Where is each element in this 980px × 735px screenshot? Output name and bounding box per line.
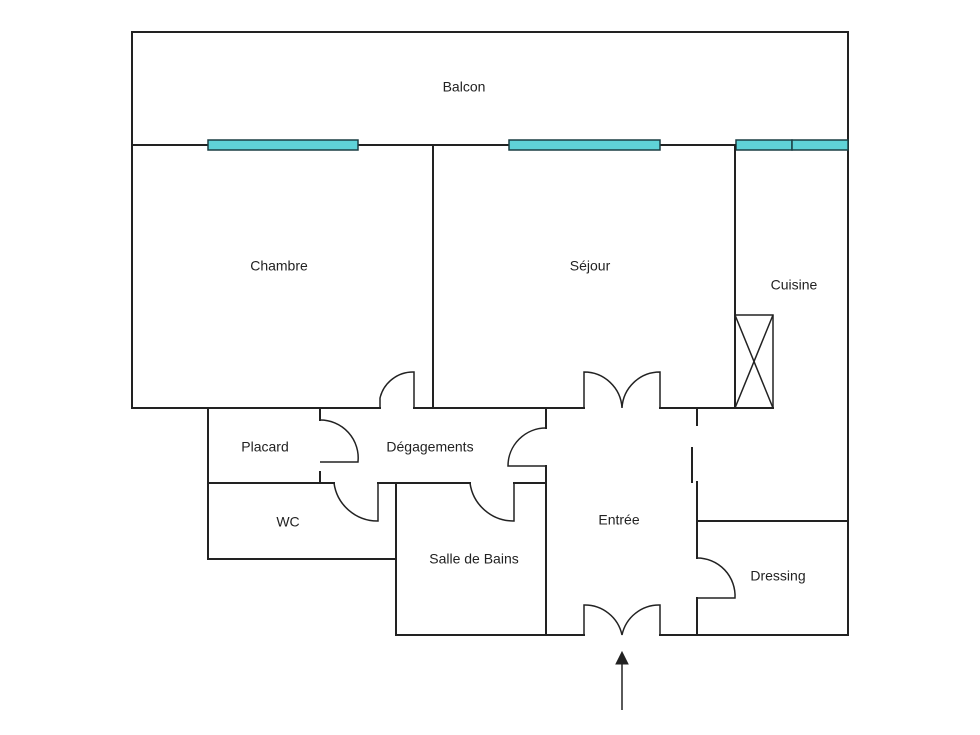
door-placard: [319, 419, 359, 463]
door-wc: [333, 482, 379, 522]
window-cuisine-left: [735, 139, 793, 151]
label-dressing: Dressing: [750, 568, 805, 584]
window-cuisine-right: [791, 139, 849, 151]
label-chambre: Chambre: [250, 258, 308, 274]
entry-arrow: [615, 650, 629, 710]
label-balcon: Balcon: [443, 79, 486, 95]
label-sejour: Séjour: [570, 258, 611, 274]
door-dressing: [696, 557, 736, 599]
doors: [319, 371, 736, 636]
door-entree: [583, 604, 661, 636]
label-wc: WC: [276, 514, 299, 530]
door-salle-de-bains: [469, 482, 515, 522]
label-placard: Placard: [241, 439, 288, 455]
door-degagements: [507, 427, 547, 467]
window-chambre: [207, 139, 359, 151]
label-salle-de-bains: Salle de Bains: [429, 551, 519, 567]
label-entree: Entrée: [598, 512, 639, 528]
outer-walls: [131, 31, 849, 636]
door-chambre: [379, 371, 415, 408]
door-sejour: [583, 371, 661, 409]
label-cuisine: Cuisine: [771, 277, 818, 293]
window-sejour: [508, 139, 661, 151]
interior-walls: [131, 144, 849, 636]
label-degagements: Dégagements: [386, 439, 473, 455]
